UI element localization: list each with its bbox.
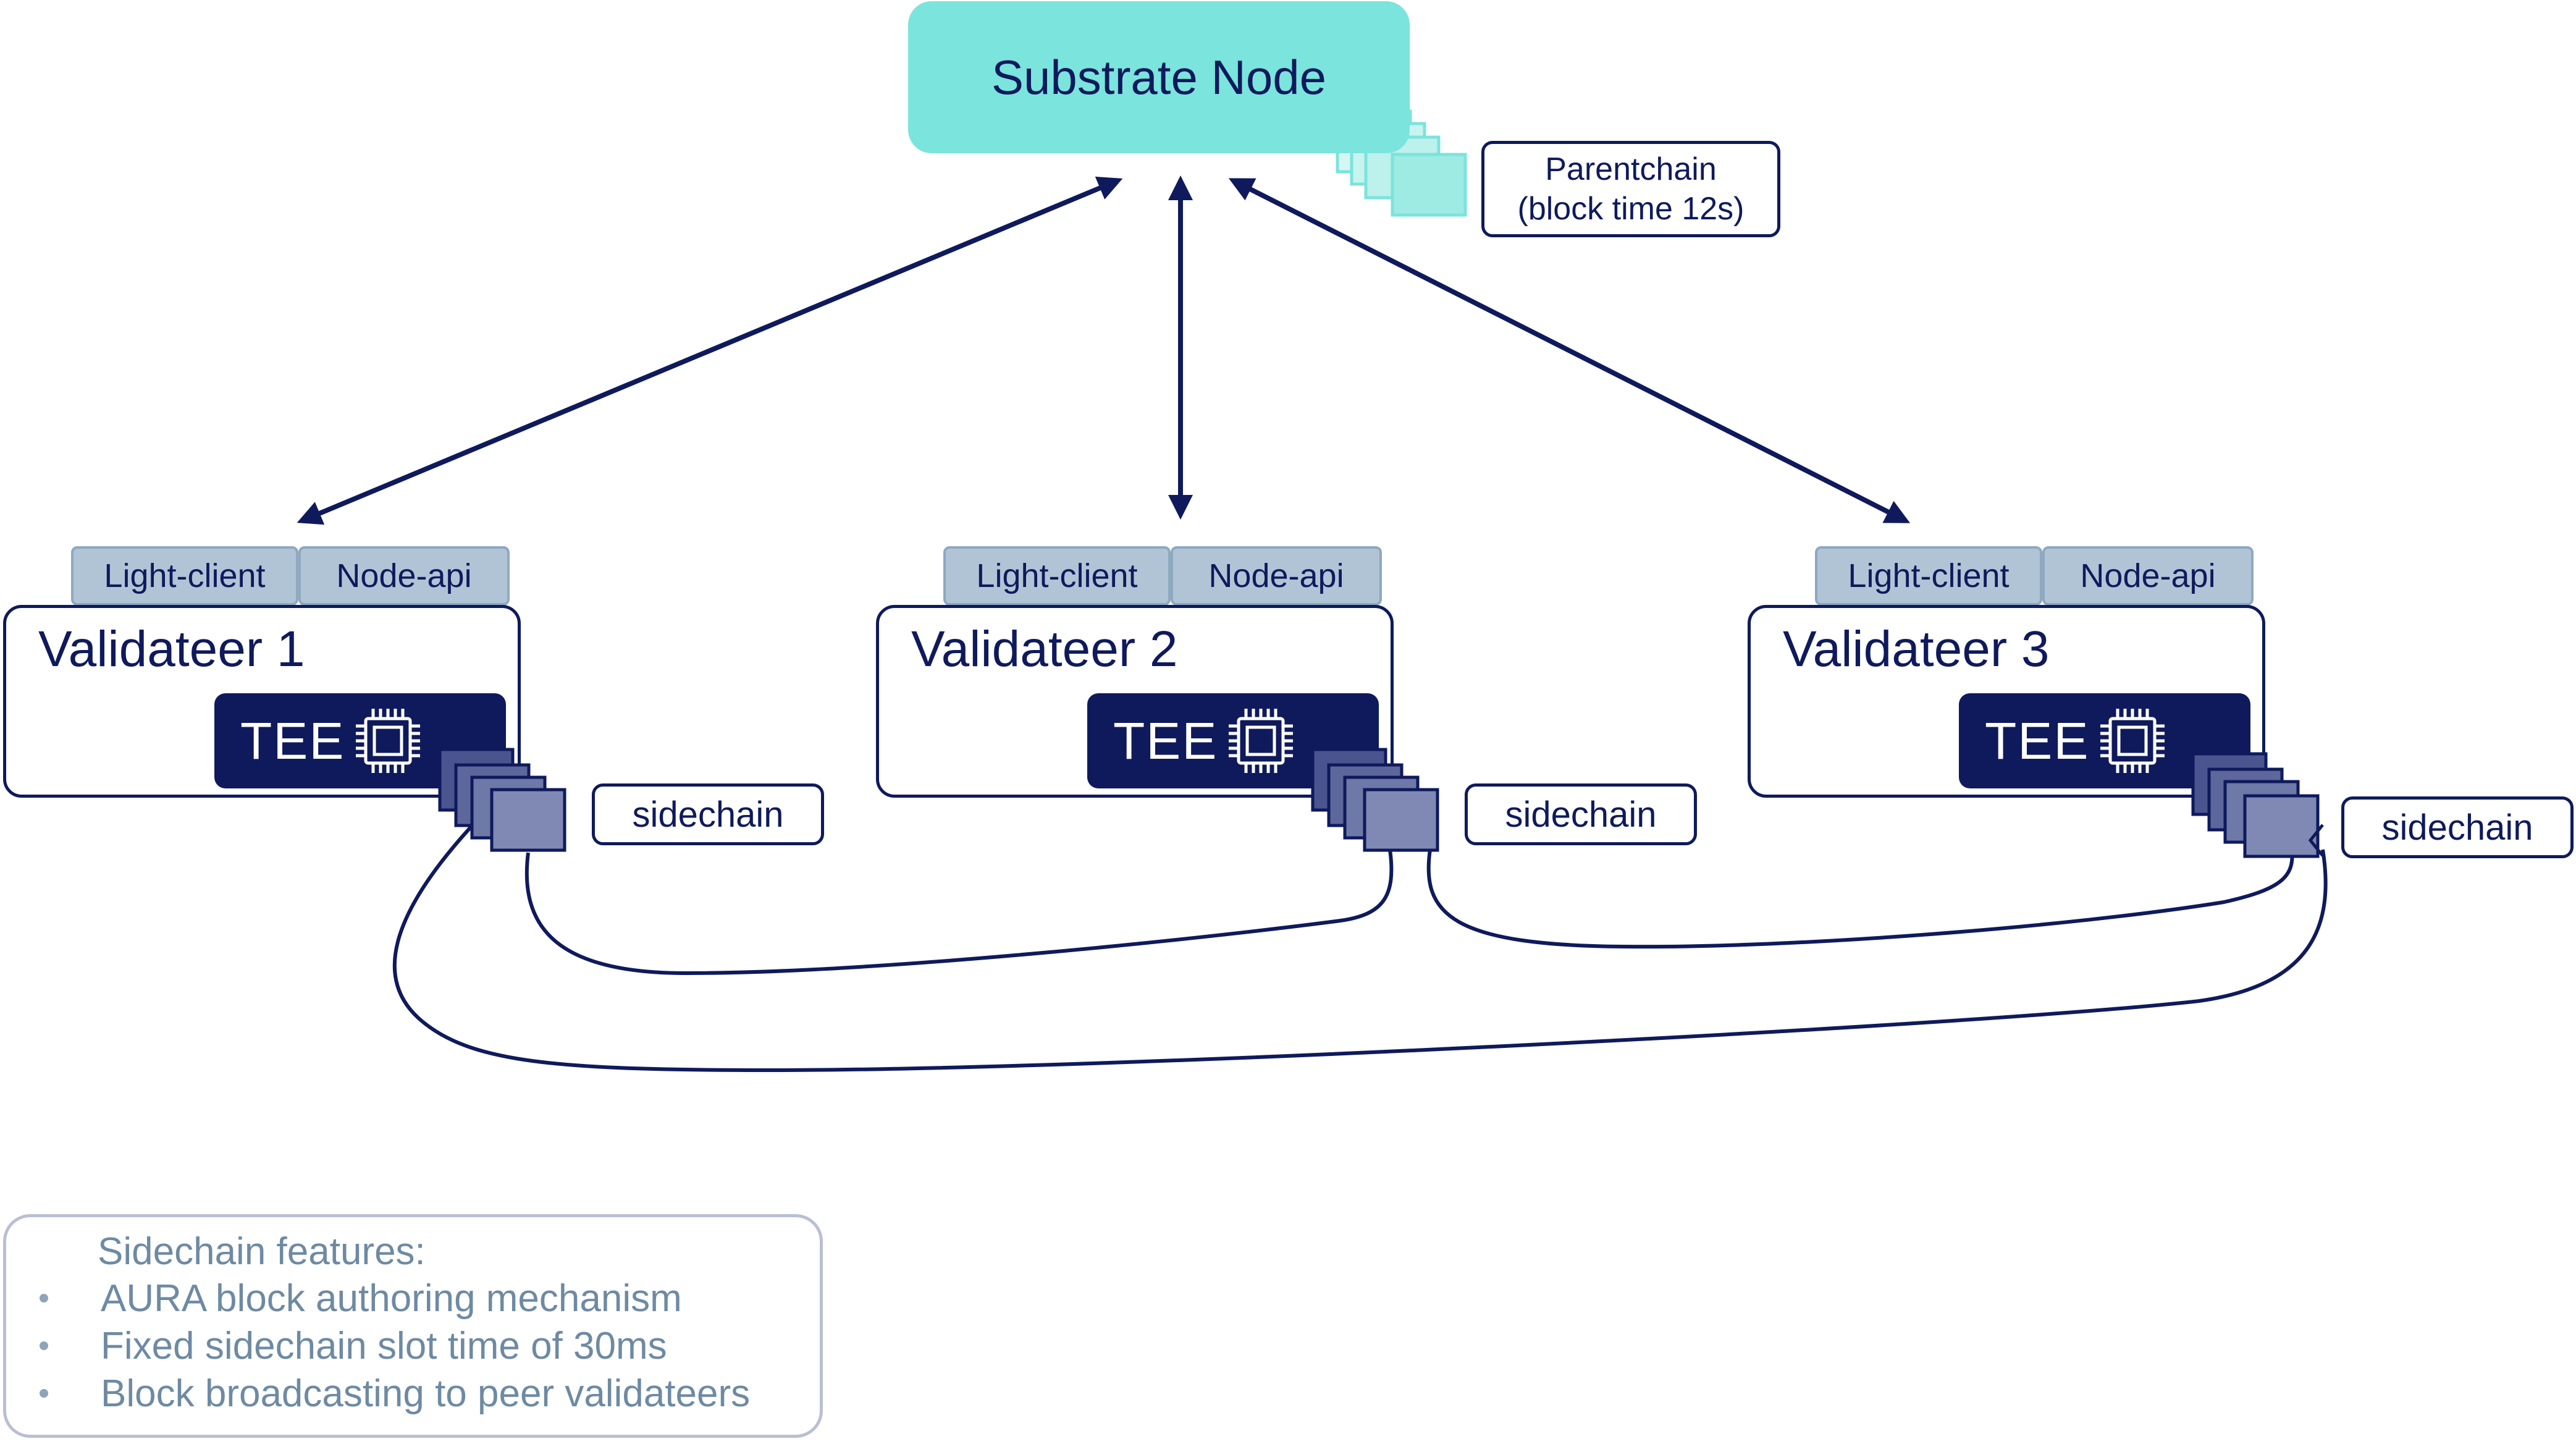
chevron-left-icon [2308,824,2324,857]
light-client-tab: Light-client [943,546,1171,606]
bullet-icon [40,1341,48,1350]
link-v1-v2 [524,849,1394,976]
tee-label: TEE [240,711,345,770]
link-v1-v3 [392,820,2328,1073]
node-api-label: Node-api [336,557,472,594]
light-client-label: Light-client [976,557,1138,594]
sidechain-label: sidechain [592,783,824,845]
node-api-label: Node-api [2080,557,2216,594]
parentchain-label-line1: Parentchain [1545,151,1717,187]
chip-icon [1229,709,1294,773]
node-api-tab: Node-api [298,546,510,606]
feature-item: Block broadcasting to peer validateers [101,1372,751,1415]
features-title: Sidechain features: [98,1230,426,1273]
sidechain-label-text: sidechain [2381,807,2533,848]
light-client-label: Light-client [1848,557,2010,594]
light-client-label: Light-client [104,557,266,594]
parentchain-arrows [297,175,1911,525]
arrow-node-to-validateer-3 [1228,178,1911,523]
sidechain-features-panel: Sidechain features: AURA block authoring… [3,1214,823,1438]
tee-label: TEE [1113,711,1218,770]
chip-icon [2100,709,2165,773]
sidechain-label: sidechain [1465,783,1697,845]
arrow-node-to-validateer-1 [297,176,1123,525]
tee-label: TEE [1985,711,2090,770]
parentchain-label: Parentchain (block time 12s) [1481,141,1780,237]
tee-block: TEE [1959,693,2250,788]
substrate-node: Substrate Node [908,1,1410,153]
bullet-icon [40,1294,48,1303]
validateer-title: Validateer 1 [38,621,305,677]
bullet-icon [40,1389,48,1398]
chip-icon [356,709,421,773]
sidechain-label: sidechain [2341,796,2574,858]
validateer-title: Validateer 2 [911,621,1178,677]
parentchain-label-line2: (block time 12s) [1517,191,1745,227]
validateer-title: Validateer 3 [1783,621,2050,677]
node-api-label: Node-api [1208,557,1344,594]
light-client-tab: Light-client [71,546,298,606]
link-v2-v3 [1426,849,2294,949]
sidechain-label-text: sidechain [1505,794,1657,835]
node-api-tab: Node-api [1171,546,1382,606]
sidechain-links [392,820,2328,1073]
sidechain-label-text: sidechain [632,794,784,835]
feature-item: AURA block authoring mechanism [101,1277,682,1320]
substrate-node-title: Substrate Node [991,49,1326,104]
light-client-tab: Light-client [1815,546,2042,606]
feature-item: Fixed sidechain slot time of 30ms [101,1325,667,1367]
node-api-tab: Node-api [2042,546,2254,606]
